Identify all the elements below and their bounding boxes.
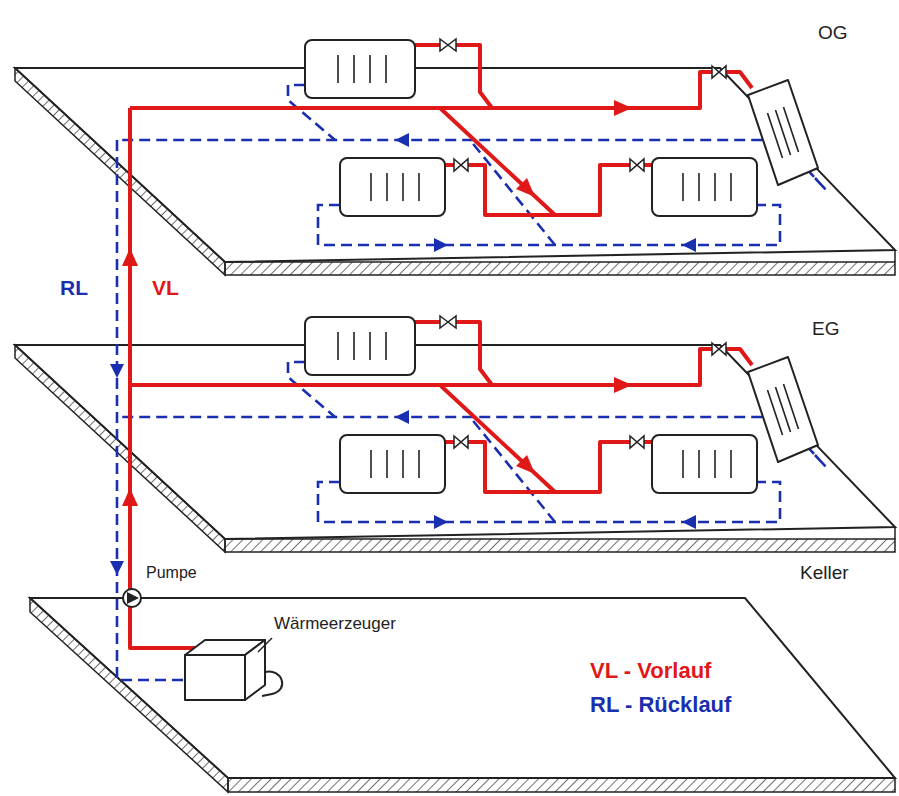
heat-generator <box>185 638 282 700</box>
legend-text: VL - Vorlauf <box>590 658 711 683</box>
floor-name: EG <box>812 318 839 340</box>
floor-name: Keller <box>800 562 849 584</box>
upper-floor <box>15 39 895 275</box>
part-name: Wärmeerzeuger <box>274 614 396 634</box>
supply-riser <box>122 108 196 648</box>
ground-floor <box>15 316 895 552</box>
floor-name: OG <box>818 22 848 44</box>
basement-slab <box>30 598 895 792</box>
pump-symbol <box>123 589 141 607</box>
part-name: Pumpe <box>146 564 197 582</box>
pipe-label: RL <box>60 276 88 300</box>
legend-text: RL - Rücklauf <box>590 692 731 717</box>
return-riser <box>110 140 190 680</box>
pipe-label: VL <box>152 276 179 300</box>
